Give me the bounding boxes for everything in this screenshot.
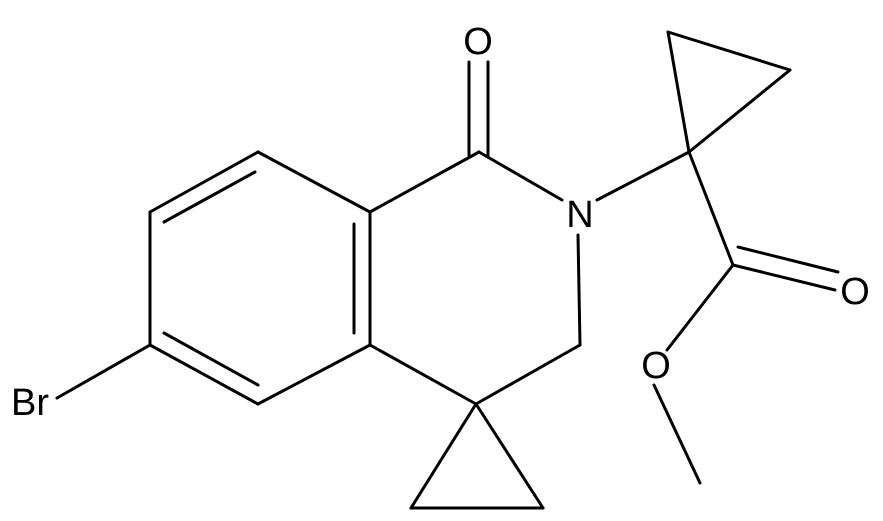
bond-c3-c4 (474, 343, 582, 406)
bond-c6-br (55, 343, 152, 400)
bond-c8a-c1 (368, 150, 481, 214)
atom-ketone-oxygen: O (463, 21, 493, 63)
bond-c8-c7-inner (162, 170, 257, 224)
bond-c6-c5-inner (162, 331, 260, 387)
bond-c4-c4a (368, 343, 478, 406)
bond-n-cq (595, 150, 691, 202)
atom-labels: O N O O Br (11, 21, 870, 424)
bond-c5-c4a (256, 343, 372, 406)
atom-ester-oxygen: O (641, 345, 671, 387)
bond-cq-cester (687, 150, 735, 267)
bond-cq-top (666, 30, 691, 154)
bond-cq-right (687, 68, 792, 154)
bond-spiro-right (474, 402, 545, 510)
bond-c1-n (477, 150, 564, 202)
atom-carbonyl-oxygen: O (840, 271, 870, 313)
bond-spiro-left (409, 402, 478, 510)
bond-c8a-c8 (256, 150, 372, 214)
bond-c6-c5 (148, 343, 260, 406)
bond-n-c3 (576, 233, 582, 347)
bonds (55, 30, 840, 510)
bond-cp-top-right (666, 30, 792, 72)
atom-bromine: Br (11, 382, 49, 424)
bond-cester-o-double-a (731, 263, 837, 292)
bond-cester-o-double-b (736, 245, 840, 274)
bond-cester-o-single (665, 263, 735, 352)
atom-amide-nitrogen: N (566, 194, 593, 236)
bond-c8-c7 (148, 150, 260, 214)
bond-o-methyl (652, 383, 702, 485)
